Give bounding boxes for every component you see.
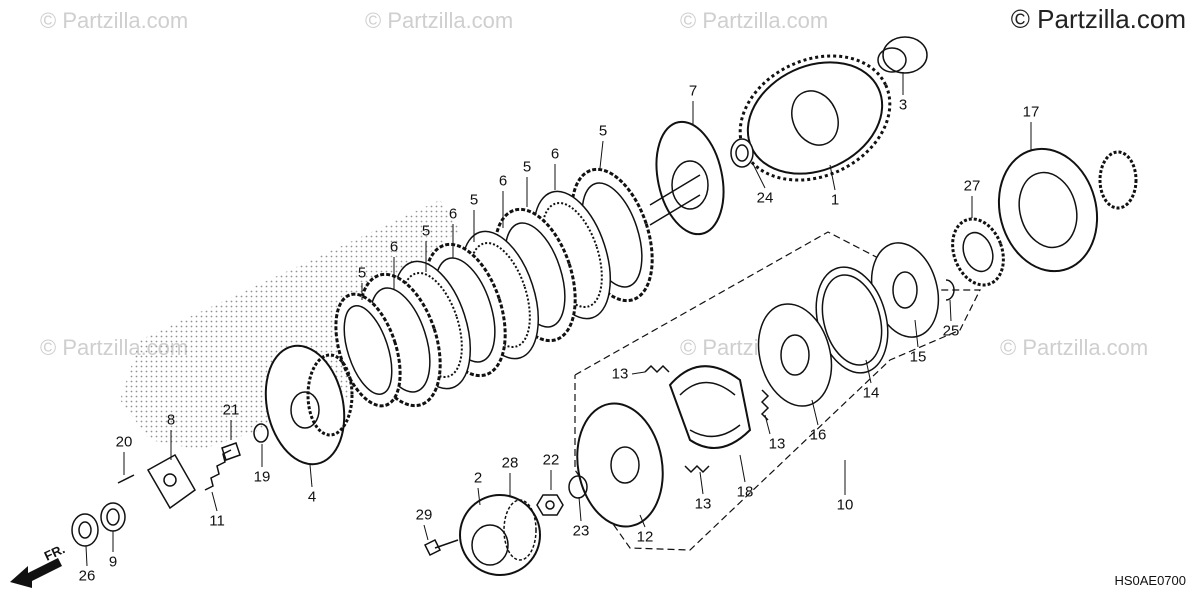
callout-24[interactable]: 24 bbox=[756, 189, 774, 207]
watermark: © Partzilla.com bbox=[1000, 335, 1149, 360]
washer-19 bbox=[253, 423, 269, 443]
pressure-plate bbox=[649, 120, 725, 236]
callout-14[interactable]: 14 bbox=[862, 384, 880, 402]
watermark: © Partzilla.com bbox=[365, 8, 514, 33]
callout-20[interactable]: 20 bbox=[115, 433, 133, 451]
callout-10[interactable]: 10 bbox=[836, 496, 854, 514]
callout-5[interactable]: 5 bbox=[469, 191, 479, 209]
callout-2[interactable]: 2 bbox=[473, 469, 483, 487]
washer-23 bbox=[568, 475, 588, 499]
callout-5[interactable]: 5 bbox=[598, 122, 608, 140]
drive-plate-12 bbox=[576, 402, 664, 528]
callout-19[interactable]: 19 bbox=[253, 468, 271, 486]
callout-6[interactable]: 6 bbox=[550, 145, 560, 163]
cam-2 bbox=[459, 494, 541, 576]
callout-12[interactable]: 12 bbox=[636, 528, 654, 546]
callout-7[interactable]: 7 bbox=[688, 82, 698, 100]
needle-bearing bbox=[951, 217, 1005, 287]
callout-23[interactable]: 23 bbox=[572, 522, 590, 540]
callout-6[interactable]: 6 bbox=[448, 205, 458, 223]
diagram-code: HS0AE0700 bbox=[1114, 573, 1186, 588]
callout-13[interactable]: 13 bbox=[768, 435, 786, 453]
callout-27[interactable]: 27 bbox=[963, 177, 981, 195]
callout-13[interactable]: 13 bbox=[611, 365, 629, 383]
watermark: © Partzilla.com bbox=[40, 8, 189, 33]
nut-22 bbox=[536, 494, 564, 516]
callout-29[interactable]: 29 bbox=[415, 506, 433, 524]
callout-13[interactable]: 13 bbox=[694, 495, 712, 513]
copyright-notice: © Partzilla.com bbox=[1010, 4, 1186, 34]
clutch-disc-stack bbox=[334, 167, 654, 408]
callout-17[interactable]: 17 bbox=[1022, 103, 1040, 121]
callout-26[interactable]: 26 bbox=[78, 567, 96, 585]
parts bbox=[71, 36, 1138, 576]
callout-16[interactable]: 16 bbox=[809, 426, 827, 444]
circlip bbox=[945, 279, 955, 301]
watermark: © Partzilla.com bbox=[680, 8, 829, 33]
dotted-shadow-band bbox=[120, 200, 460, 450]
bearing-9 bbox=[100, 502, 126, 532]
bolt-29 bbox=[423, 538, 459, 557]
leader-lines bbox=[85, 72, 1032, 567]
callout-21[interactable]: 21 bbox=[222, 401, 240, 419]
spring bbox=[684, 464, 710, 474]
callout-1[interactable]: 1 bbox=[830, 191, 840, 209]
callout-8[interactable]: 8 bbox=[166, 411, 176, 429]
callout-4[interactable]: 4 bbox=[307, 488, 317, 506]
clutch-center bbox=[264, 344, 354, 466]
callout-6[interactable]: 6 bbox=[389, 238, 399, 256]
callout-9[interactable]: 9 bbox=[108, 553, 118, 571]
callout-28[interactable]: 28 bbox=[501, 454, 519, 472]
collar bbox=[877, 36, 928, 74]
drive-gear bbox=[997, 147, 1138, 273]
callout-11[interactable]: 11 bbox=[209, 512, 225, 530]
bolt-20 bbox=[117, 474, 135, 484]
callout-5[interactable]: 5 bbox=[357, 264, 367, 282]
callout-25[interactable]: 25 bbox=[942, 322, 960, 340]
spring bbox=[760, 389, 770, 421]
callout-3[interactable]: 3 bbox=[898, 96, 908, 114]
callout-18[interactable]: 18 bbox=[736, 483, 754, 501]
front-direction-arrow bbox=[10, 558, 62, 588]
callout-5[interactable]: 5 bbox=[522, 158, 532, 176]
washer bbox=[730, 138, 754, 168]
callout-15[interactable]: 15 bbox=[909, 348, 927, 366]
bearing-26 bbox=[71, 513, 99, 547]
callout-22[interactable]: 22 bbox=[542, 451, 560, 469]
spring-11 bbox=[204, 449, 232, 491]
callout-6[interactable]: 6 bbox=[498, 172, 508, 190]
centrifugal-weights bbox=[668, 365, 752, 449]
clutch-outer bbox=[738, 54, 892, 182]
bolt-21 bbox=[221, 442, 241, 461]
callout-5[interactable]: 5 bbox=[421, 222, 431, 240]
plate-16 bbox=[757, 303, 833, 407]
spring bbox=[644, 364, 670, 374]
lifter-plate bbox=[146, 453, 196, 510]
